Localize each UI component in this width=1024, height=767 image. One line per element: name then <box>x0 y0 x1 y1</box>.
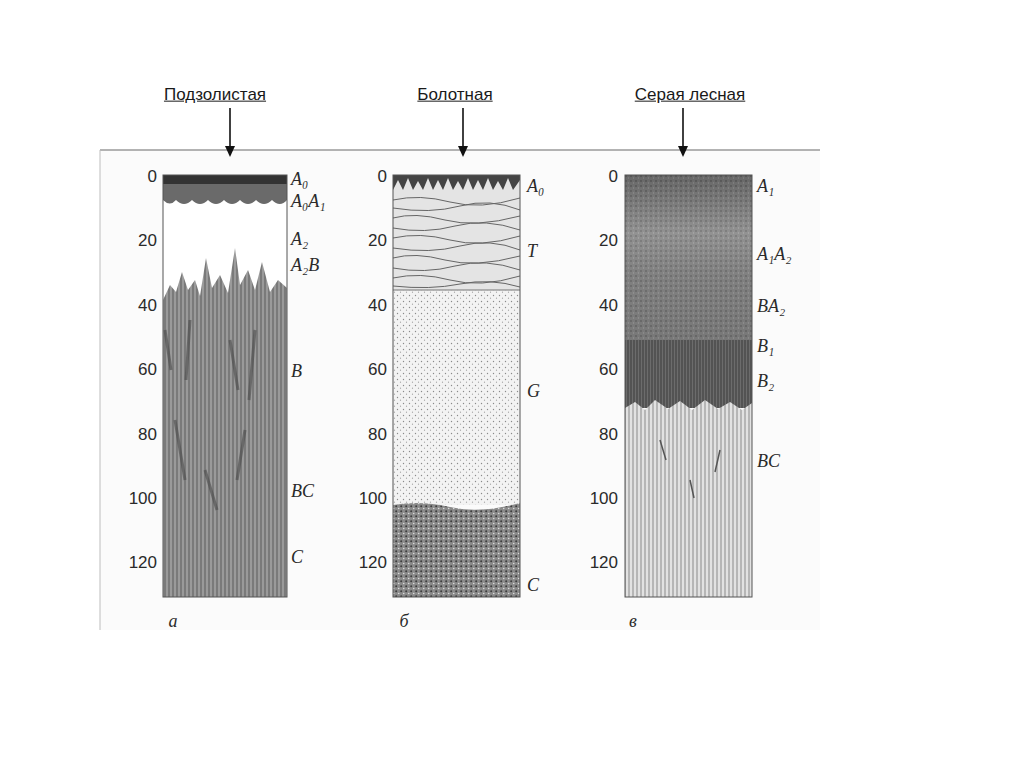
depth-mark: 60 <box>368 361 387 380</box>
depth-mark: 80 <box>368 425 387 444</box>
depth-mark: 60 <box>599 361 618 380</box>
horizon-label: C <box>291 548 303 568</box>
horizon-label: A₁ <box>757 177 774 197</box>
depth-mark: 120 <box>590 554 618 573</box>
horizon-label: A₀ <box>291 170 308 190</box>
horizon-label: B₁ <box>757 337 774 357</box>
horizon-label: BA₂ <box>757 297 785 317</box>
horizon-label: A₂B <box>291 256 319 276</box>
horizon-label: B₂ <box>757 372 774 392</box>
profile-title: Серая лесная <box>635 86 746 105</box>
depth-mark: 40 <box>599 296 618 315</box>
depth-mark: 60 <box>138 361 157 380</box>
horizon-label: T <box>527 242 537 262</box>
profile-title: Болотная <box>417 86 492 105</box>
horizon-label: G <box>527 382 540 402</box>
depth-mark: 0 <box>148 168 157 187</box>
depth-mark: 80 <box>138 425 157 444</box>
horizon-label: C <box>527 576 539 596</box>
horizon-label: B <box>291 362 302 382</box>
horizon-label: A₀ <box>527 177 544 197</box>
depth-mark: 100 <box>359 490 387 509</box>
horizon-label: A₀A₁ <box>291 192 326 212</box>
horizon-label: BC <box>291 482 314 502</box>
depth-mark: 20 <box>368 232 387 251</box>
depth-mark: 120 <box>129 554 157 573</box>
horizon-label: BC <box>757 452 780 472</box>
panel-letter: а <box>169 612 178 632</box>
horizon-label: A₁A₂ <box>757 245 792 265</box>
depth-mark: 120 <box>359 554 387 573</box>
depth-mark: 40 <box>368 296 387 315</box>
depth-mark: 20 <box>599 232 618 251</box>
depth-mark: 0 <box>609 168 618 187</box>
horizon-label: A₂ <box>291 230 308 250</box>
depth-mark: 80 <box>599 425 618 444</box>
panel-letter: б <box>399 612 408 632</box>
profile-title: Подзолистая <box>164 86 266 105</box>
panel-letter: в <box>629 612 637 632</box>
depth-mark: 100 <box>590 490 618 509</box>
depth-mark: 20 <box>138 232 157 251</box>
depth-mark: 0 <box>378 168 387 187</box>
depth-mark: 40 <box>138 296 157 315</box>
depth-mark: 100 <box>129 490 157 509</box>
